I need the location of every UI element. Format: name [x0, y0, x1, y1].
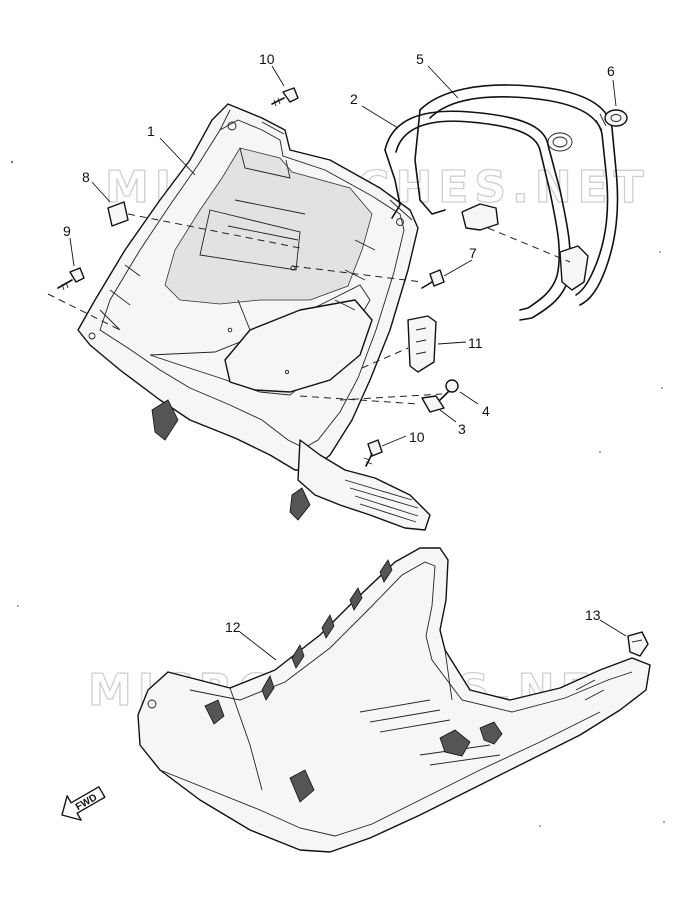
callout-8: 8 [82, 169, 90, 185]
screw-part-4 [439, 379, 459, 401]
frame-part-5 [414, 84, 619, 306]
assembly-line-7 [291, 265, 423, 283]
callout-11: 11 [468, 335, 483, 351]
leader-12 [239, 631, 277, 661]
leader-2 [361, 105, 399, 129]
clip-part-3 [421, 395, 445, 413]
leader-5 [427, 65, 459, 99]
leader-6 [612, 79, 617, 107]
grommet-part-6 [595, 109, 628, 131]
screw-part-10-bottom [363, 439, 383, 467]
leader-11 [437, 341, 467, 345]
leg-shield-part-1 [77, 103, 431, 531]
leader-3 [439, 409, 457, 423]
leader-8 [91, 181, 111, 203]
leader-10-top [271, 65, 285, 87]
assembly-line-8 [127, 213, 301, 249]
screw-part-9 [57, 267, 85, 291]
assembly-line-9 [47, 293, 121, 331]
callout-9: 9 [63, 223, 71, 239]
callout-10-bottom: 10 [409, 429, 425, 445]
callout-3: 3 [458, 421, 466, 437]
screw-part-10-top [271, 87, 299, 107]
leader-7 [443, 259, 473, 277]
callout-1: 1 [147, 123, 155, 139]
floor-panel-part-12 [137, 547, 651, 853]
leader-1 [159, 137, 196, 176]
callout-2: 2 [350, 91, 358, 107]
leader-10-bottom [381, 435, 407, 447]
fwd-arrow-icon: FWD [61, 786, 106, 821]
callout-4: 4 [482, 403, 490, 419]
callout-5: 5 [416, 51, 424, 67]
fwd-label: FWD [74, 792, 99, 813]
assembly-line-3 [299, 395, 419, 405]
assembly-line-4 [339, 393, 443, 401]
callout-7: 7 [469, 245, 477, 261]
screw-part-7 [421, 269, 445, 289]
leader-4 [459, 391, 479, 405]
leader-13 [599, 619, 627, 637]
clip-part-13 [627, 631, 649, 657]
label-part-8 [107, 201, 129, 227]
callout-10-top: 10 [259, 51, 275, 67]
leader-9 [69, 237, 75, 267]
bracket-part-11 [407, 315, 437, 373]
callout-12: 12 [225, 619, 241, 635]
frame-part-2 [384, 110, 571, 321]
assembly-line-11 [361, 347, 409, 369]
scan-specks [11, 161, 665, 827]
callout-13: 13 [585, 607, 601, 623]
callout-6: 6 [607, 63, 615, 79]
